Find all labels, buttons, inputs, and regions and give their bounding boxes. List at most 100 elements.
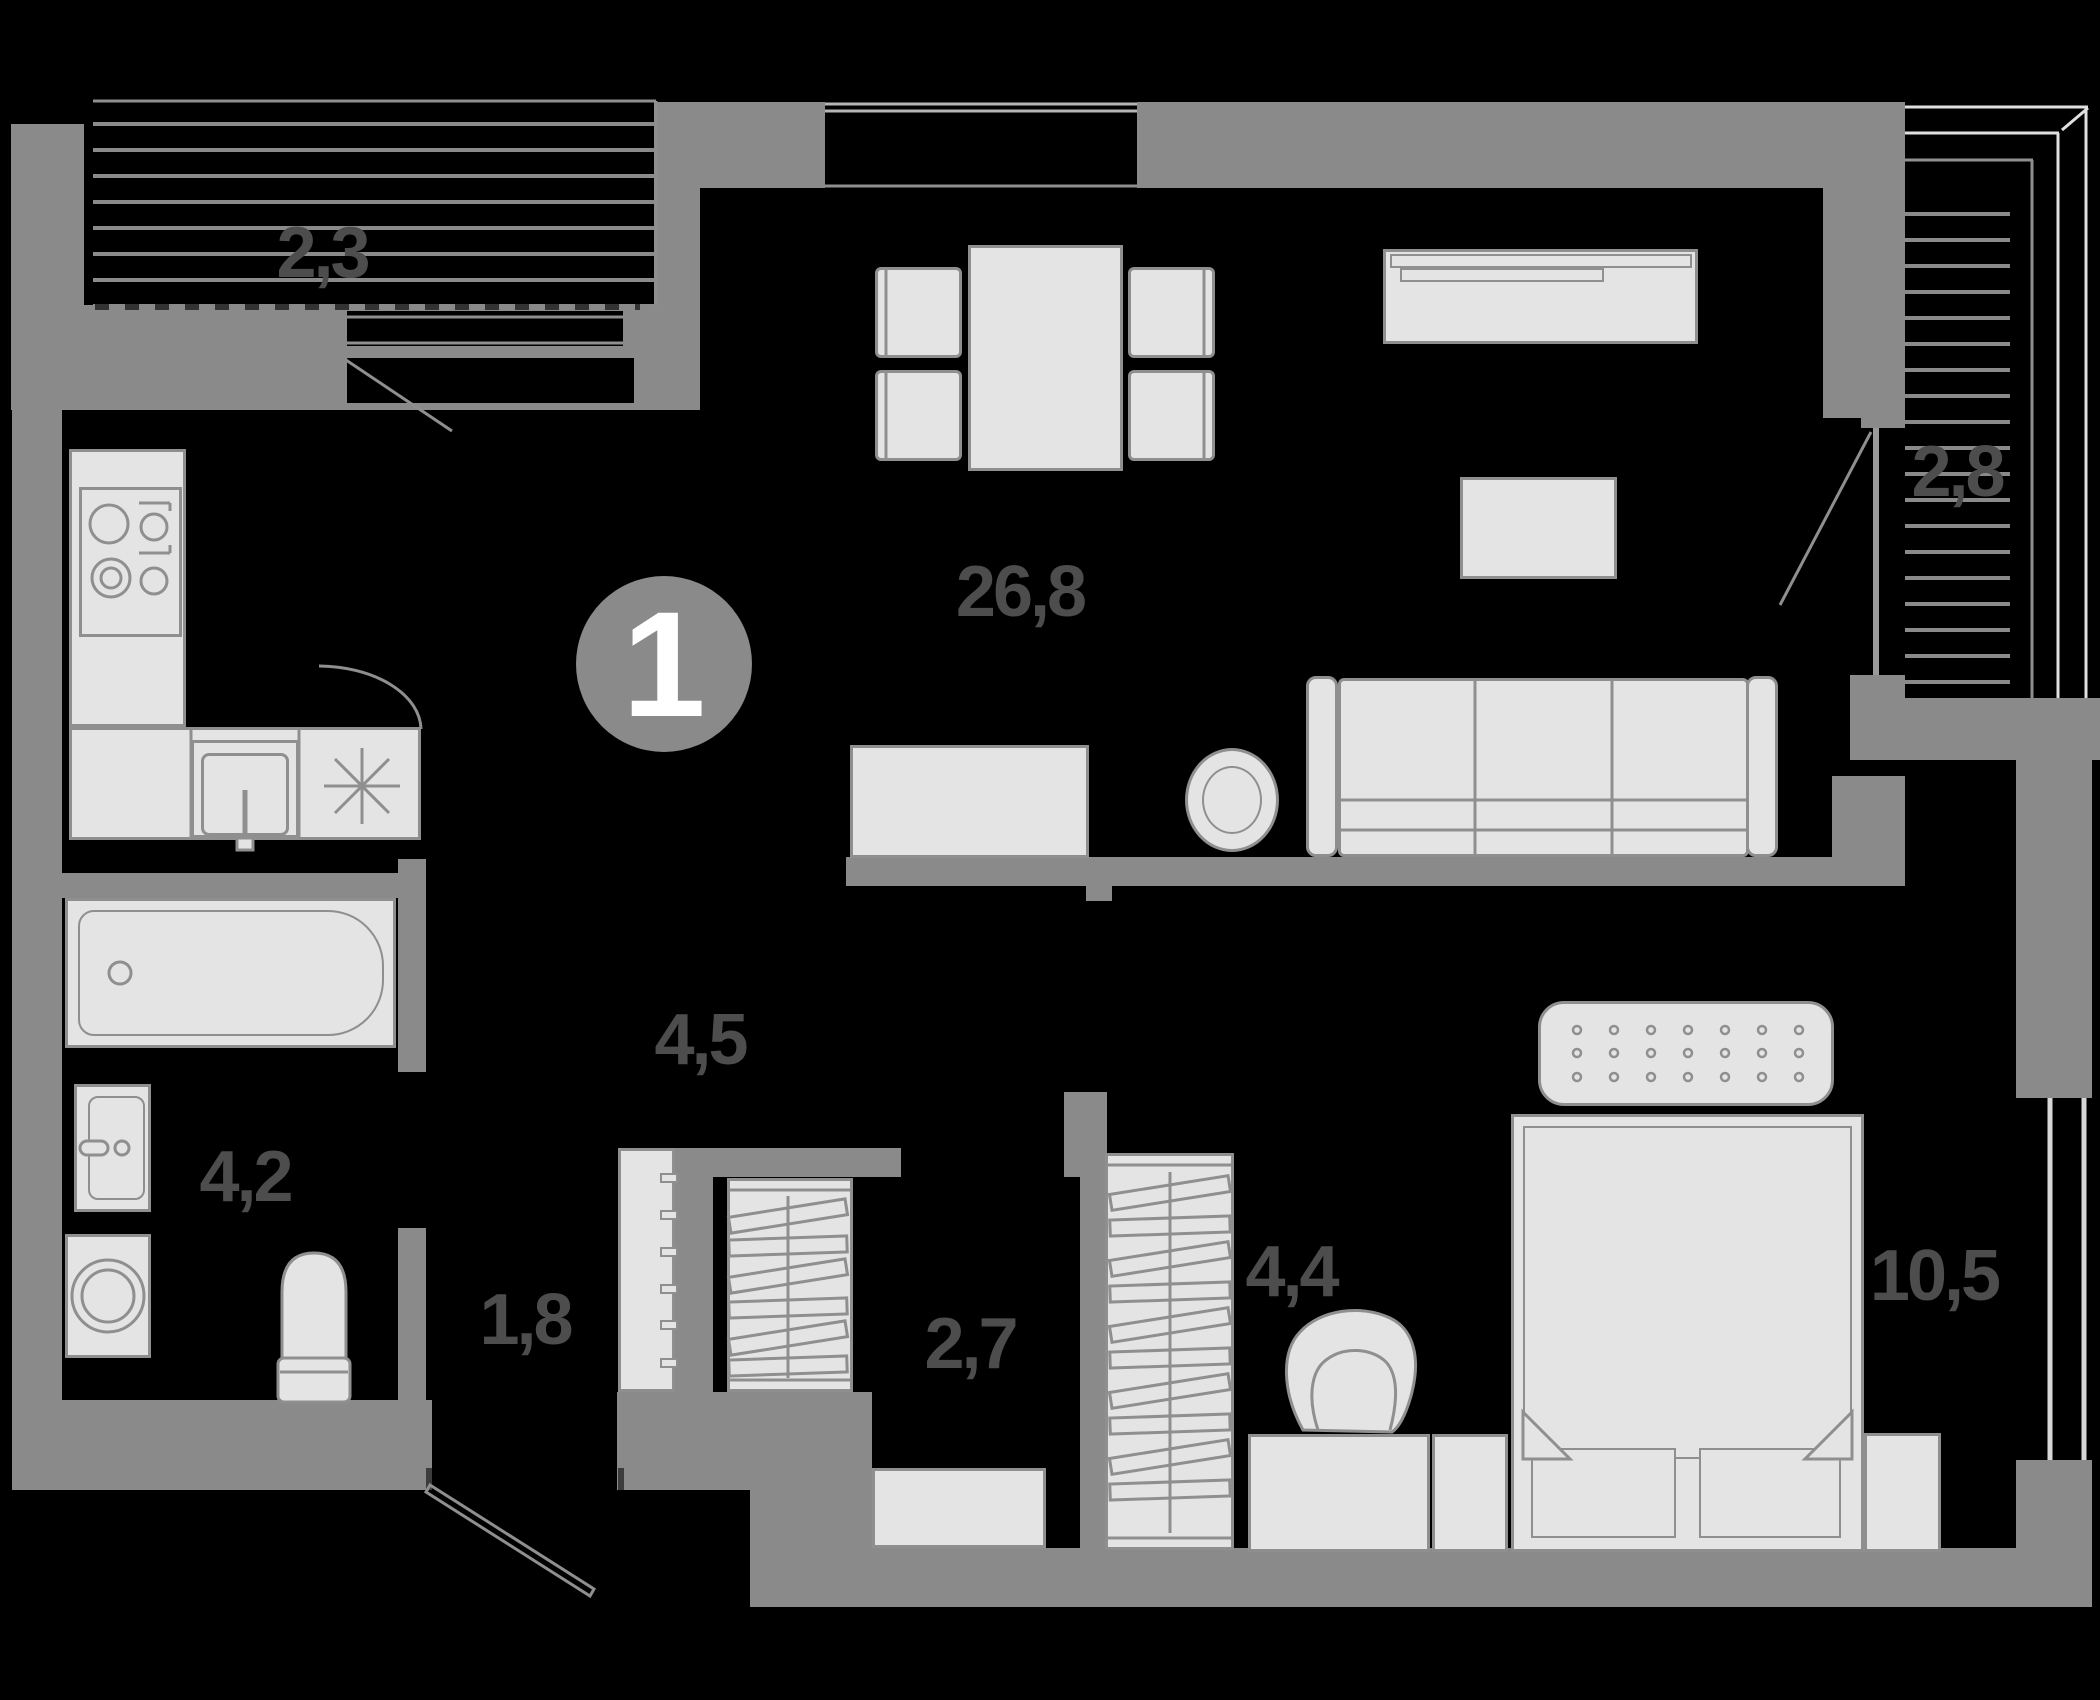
- washing-machine: [65, 1234, 151, 1358]
- dining-chair-top-left: [875, 267, 962, 358]
- balcony-left-hatch-top-line: [93, 99, 658, 305]
- dining-chair-bottom-left: [875, 370, 962, 461]
- room-label-closet: 2,7: [924, 1304, 1018, 1384]
- balcony-left-door-leaf: [345, 358, 453, 433]
- wall-stub-bedroom-door: [1086, 886, 1112, 901]
- balcony-left-door-opening: [347, 358, 634, 403]
- washbasin-drain-icon: [113, 1139, 131, 1157]
- wardrobe-closet-caps: [729, 1188, 851, 1382]
- apartment-number-badge: 1: [576, 576, 752, 752]
- wall-right-upper: [1823, 188, 1905, 418]
- shoe-cabinet-tick-4: [660, 1284, 678, 1294]
- wall-bath-top: [62, 873, 426, 898]
- sofa-armrest-left: [1306, 676, 1338, 857]
- wardrobe-dressing-caps: [1107, 1163, 1232, 1540]
- wall-closet-top: [675, 1148, 901, 1177]
- wall-right-column-upper: [2016, 760, 2092, 1098]
- wall-balcony-connector: [654, 188, 700, 305]
- bathtub-inner: [78, 910, 384, 1036]
- bed-fold-right: [1801, 1408, 1854, 1461]
- headboard: [1538, 1001, 1834, 1106]
- counter-divider-lines: [189, 730, 301, 838]
- burner-bracket-icon: [139, 512, 169, 542]
- wall-window-stub-top: [1861, 408, 1905, 428]
- wall-bottom-right: [872, 1548, 2092, 1607]
- media-stand: [1460, 477, 1617, 579]
- apartment-number: 1: [622, 580, 706, 748]
- shoe-cabinet: [618, 1148, 675, 1392]
- closet-cabinet: [872, 1468, 1046, 1548]
- sofa-body: [1338, 678, 1749, 857]
- dining-chair-top-right: [1128, 267, 1215, 358]
- shoe-cabinet-tick-1: [660, 1173, 678, 1183]
- room-label-dressing: 4,4: [1245, 1232, 1339, 1312]
- tv-unit-slat-2: [1400, 268, 1604, 282]
- balcony-right-hatch: [1905, 190, 2010, 698]
- kitchen-door-swing-arc: [318, 664, 423, 730]
- burner-large-icon: [88, 503, 130, 545]
- bed-fold-left: [1521, 1408, 1574, 1461]
- bed-foot-cushion-right: [1699, 1448, 1841, 1538]
- balcony-left-hatch: [93, 100, 655, 305]
- balcony-right-frame: [1905, 105, 2089, 698]
- wall-top-left-segment: [654, 102, 825, 188]
- bedroom-cabinet-left-b: [1432, 1434, 1508, 1552]
- dining-chair-backrests: [884, 270, 1206, 458]
- entry-door-leaf: [423, 1482, 597, 1599]
- living-window-glazing: [825, 102, 1137, 113]
- entry-door-jamb-right: [618, 1468, 624, 1490]
- bedroom-cabinet-right: [1864, 1433, 1941, 1552]
- toilet-bowl: [280, 1251, 348, 1367]
- room-label-bathroom: 4,2: [199, 1137, 293, 1217]
- sink-faucet-base: [235, 836, 255, 852]
- dining-chair-bottom-right: [1128, 370, 1215, 461]
- wall-entry-right-chunk: [617, 1392, 872, 1490]
- wardrobe-dressing-hangers: [1107, 1173, 1233, 1502]
- toilet-tank: [276, 1356, 352, 1404]
- room-label-bedroom: 10,5: [1869, 1236, 2001, 1316]
- bedroom-window-glass: [2047, 1098, 2087, 1460]
- balcony-right-door-leaf: [1778, 431, 1873, 606]
- sofa-cushion-lines: [1340, 680, 1747, 855]
- room-label-balcony-right: 2,8: [1911, 432, 2005, 512]
- bed-foot-cushion-left: [1531, 1448, 1676, 1538]
- wall-left-upper: [11, 124, 84, 410]
- shoe-cabinet-tick-6: [660, 1358, 678, 1368]
- room-label-living-kitchen: 26,8: [955, 552, 1087, 632]
- shoe-cabinet-tick-2: [660, 1210, 678, 1220]
- fridge-asterisk-icon: [324, 748, 400, 824]
- bathtub-drain-icon: [107, 960, 133, 986]
- desk-chair: [1284, 1308, 1418, 1434]
- dining-table: [968, 245, 1123, 471]
- wall-bath-divider-lower: [398, 1228, 426, 1410]
- wall-closet-dressing-divider: [1080, 1177, 1107, 1552]
- sofa-armrest-right: [1746, 676, 1778, 857]
- wall-bottom-left: [12, 1400, 432, 1490]
- burner-small-icon: [139, 566, 169, 596]
- washer-drum-inner-icon: [80, 1268, 136, 1324]
- washer-drum-outer-icon: [70, 1258, 146, 1334]
- bed-mattress: [1523, 1126, 1852, 1459]
- bedroom-cabinet-left-a: [1248, 1434, 1430, 1552]
- wall-balcony-right-bottom: [1850, 698, 2100, 760]
- side-table-inner: [1202, 766, 1262, 834]
- shoe-cabinet-tick-3: [660, 1247, 678, 1257]
- tv-bench: [850, 745, 1089, 858]
- wall-living-lower-thick: [1832, 776, 1905, 886]
- wall-stub-above-divider: [1064, 1092, 1107, 1177]
- living-window-opening: [825, 102, 1137, 188]
- balcony-left-window-lines: [347, 315, 623, 345]
- headboard-dots: [1571, 1024, 1805, 1083]
- room-label-hallway: 4,5: [654, 1000, 748, 1080]
- room-label-corridor: 1,8: [479, 1280, 573, 1360]
- wall-left-lower: [12, 410, 62, 1490]
- burner-double-outer-icon: [90, 557, 132, 599]
- washbasin-faucet-icon: [78, 1139, 110, 1157]
- wall-closet-left: [675, 1148, 713, 1392]
- entry-door-jamb-left: [426, 1468, 432, 1490]
- wall-window-stub-bottom: [1850, 675, 1905, 698]
- burner-double-inner-icon: [99, 566, 123, 590]
- desk-chair-back: [1310, 1348, 1398, 1431]
